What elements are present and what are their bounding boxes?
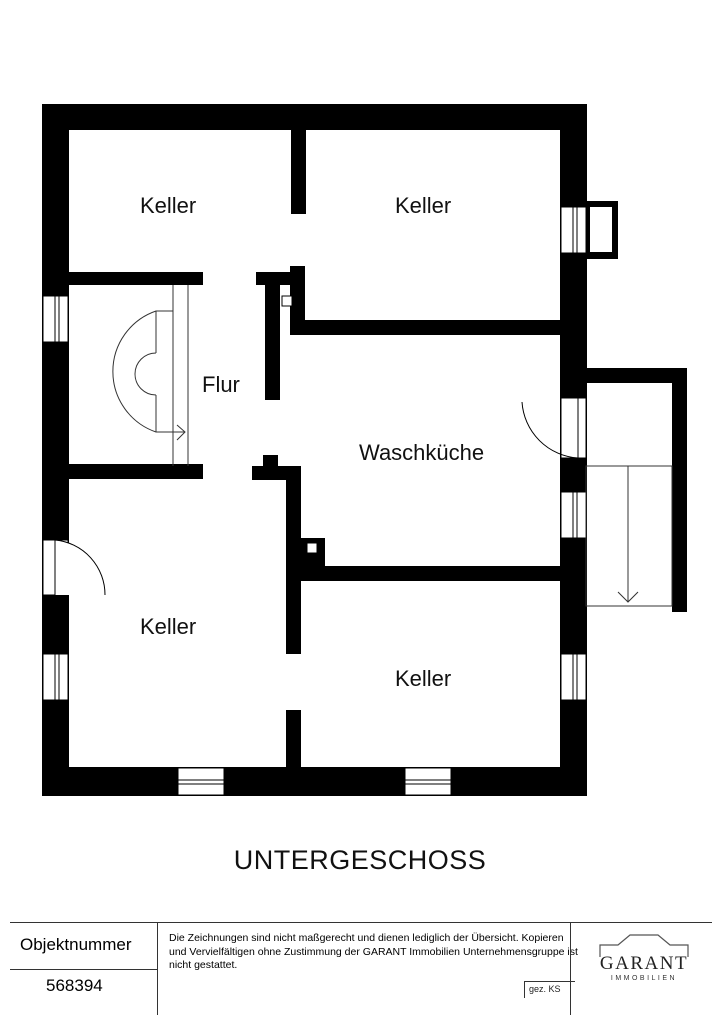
wall-waschkueche-bottom <box>299 566 562 581</box>
floor-plan <box>42 104 687 796</box>
chimney-right <box>290 266 305 322</box>
door-opening-right <box>560 397 587 459</box>
room-label-keller-bottom-right: Keller <box>395 666 452 691</box>
window-bottom-2 <box>404 767 452 796</box>
logo-wordmark: GARANT <box>599 953 689 974</box>
exterior-stairs <box>585 465 673 607</box>
object-number-box: Objektnummer 568394 <box>10 923 158 1015</box>
author-initials: gez. KS <box>529 984 561 994</box>
footer-divider <box>570 923 571 1015</box>
door-swing-right <box>521 398 579 459</box>
room-label-keller-bottom-left: Keller <box>140 614 197 639</box>
room-label-keller-top-left: Keller <box>140 193 197 218</box>
wall-between-top-kellers <box>291 128 306 214</box>
wall-flur-bottom <box>66 464 203 479</box>
window-bottom-1 <box>177 767 225 796</box>
floor-title: UNTERGESCHOSS <box>233 845 487 875</box>
room-label-keller-top-right: Keller <box>395 193 452 218</box>
room-label-waschkueche: Waschküche <box>359 440 485 465</box>
stairwell-top-wall <box>584 368 687 383</box>
doors <box>42 397 587 596</box>
wall-bottom-kellers-vertical <box>286 466 301 654</box>
spiral-stair <box>112 285 189 466</box>
window-sashes <box>54 207 578 785</box>
object-number-value: 568394 <box>46 976 103 995</box>
object-box-divider <box>10 969 157 970</box>
disclaimer-text: Die Zeichnungen sind nicht maßgerecht un… <box>169 932 578 971</box>
logo-subtitle: IMMOBILIEN <box>610 975 678 982</box>
author-box: gez. KS <box>524 981 575 998</box>
title-block: Objektnummer 568394 Die Zeichnungen sind… <box>10 922 712 1015</box>
outer-wall-top <box>42 104 587 130</box>
light-shaft-opening <box>590 207 612 252</box>
chimney-flue-lower <box>306 542 318 554</box>
chimney-flue-upper <box>281 295 293 307</box>
flur-right-wall <box>265 272 280 400</box>
wall-top-left-keller-bottom <box>66 272 203 285</box>
room-label-flur: Flur <box>202 372 240 397</box>
wall-bottom-divider <box>286 710 301 770</box>
object-number-label: Objektnummer <box>20 935 132 954</box>
windows <box>42 206 587 796</box>
door-swing-left <box>54 539 106 596</box>
wall-top-right-keller-bottom <box>290 320 562 335</box>
logo-roof-icon <box>599 934 689 957</box>
garant-logo: GARANT IMMOBILIEN <box>584 931 704 991</box>
outer-wall-bottom <box>42 767 587 796</box>
stairwell-right-wall <box>672 368 687 612</box>
